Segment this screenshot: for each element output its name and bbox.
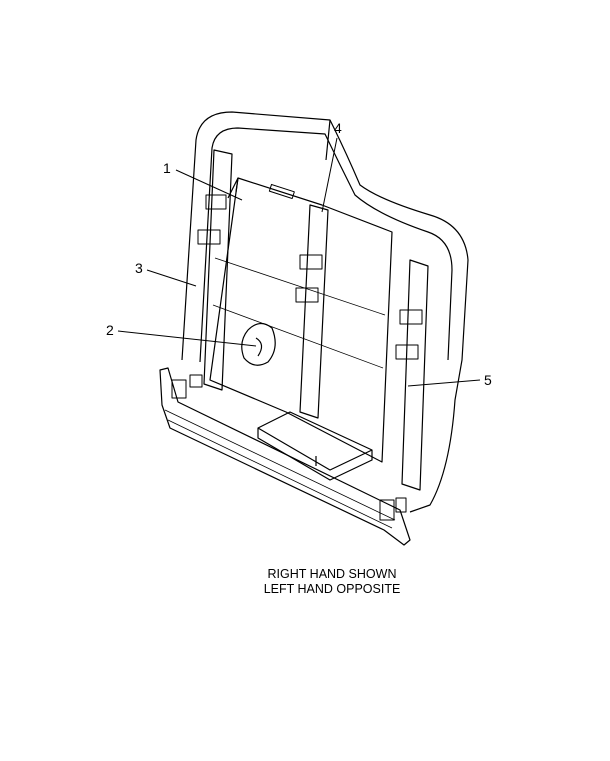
caption-line-2: LEFT HAND OPPOSITE: [263, 582, 401, 596]
lower-frame: [159, 367, 411, 546]
center-strap: [299, 204, 329, 419]
caption-line-1: RIGHT HAND SHOWN: [267, 567, 397, 581]
handle-cutout: [241, 322, 276, 366]
callout-5: 5: [484, 372, 492, 388]
callout-1: 1: [163, 160, 171, 176]
leader-lines: [117, 137, 481, 387]
bottom-tray: [257, 411, 373, 481]
callout-4: 4: [334, 120, 342, 136]
seat-cushion-outline: [181, 111, 469, 513]
callout-2: 2: [106, 322, 114, 338]
back-panel: [209, 177, 393, 463]
right-strap: [401, 259, 429, 491]
seat-cushion-inner-edge: [199, 127, 453, 363]
view-caption: RIGHT HAND SHOWN LEFT HAND OPPOSITE: [262, 567, 402, 597]
left-strap: [203, 149, 233, 391]
callout-3: 3: [135, 260, 143, 276]
